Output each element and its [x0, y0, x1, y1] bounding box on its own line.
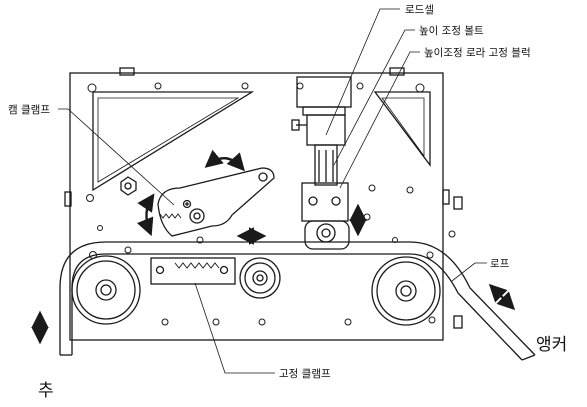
right-triangular-window [373, 91, 431, 167]
top-clip-right [389, 67, 405, 76]
load-cell-top-block [296, 76, 352, 108]
cam-pivot [189, 208, 205, 224]
middle-pulley [239, 257, 281, 299]
leader-height-bolt [333, 29, 415, 166]
roller-block-label: 높이조정 로라 고정 블럭 [424, 47, 531, 59]
side-clip-right [442, 189, 450, 205]
leader-rope [451, 262, 487, 282]
left-pulley [71, 255, 141, 325]
leader-cam-clamp [58, 108, 175, 206]
rope-label: 로프 [490, 258, 510, 270]
height-adjust-roller [316, 223, 336, 243]
hex-nut [120, 176, 137, 196]
base-plate [69, 72, 444, 341]
right-pulley [371, 256, 441, 326]
cam-clamp-label: 캠 클램프 [8, 104, 50, 116]
anchor-label: 앵커 [536, 335, 567, 355]
left-triangular-window [92, 91, 255, 192]
height-bolt-label: 높이 조정 볼트 [419, 25, 484, 37]
load-cell [306, 114, 346, 146]
cam-clamp-lever [157, 167, 275, 237]
side-clip-left [64, 191, 72, 207]
load-cell-label: 로드셀 [405, 4, 434, 16]
top-clip-left [119, 67, 135, 76]
fixed-clamp-label: 고정 클램프 [279, 368, 331, 380]
leader-fixed-clamp [194, 282, 275, 374]
height-adjust-bolt [314, 144, 338, 186]
mounting-holes [86, 82, 456, 326]
leader-load-cell [325, 8, 400, 136]
weight-label: 추 [38, 381, 54, 401]
fixed-clamp [150, 257, 236, 285]
leader-roller-block [339, 51, 420, 189]
